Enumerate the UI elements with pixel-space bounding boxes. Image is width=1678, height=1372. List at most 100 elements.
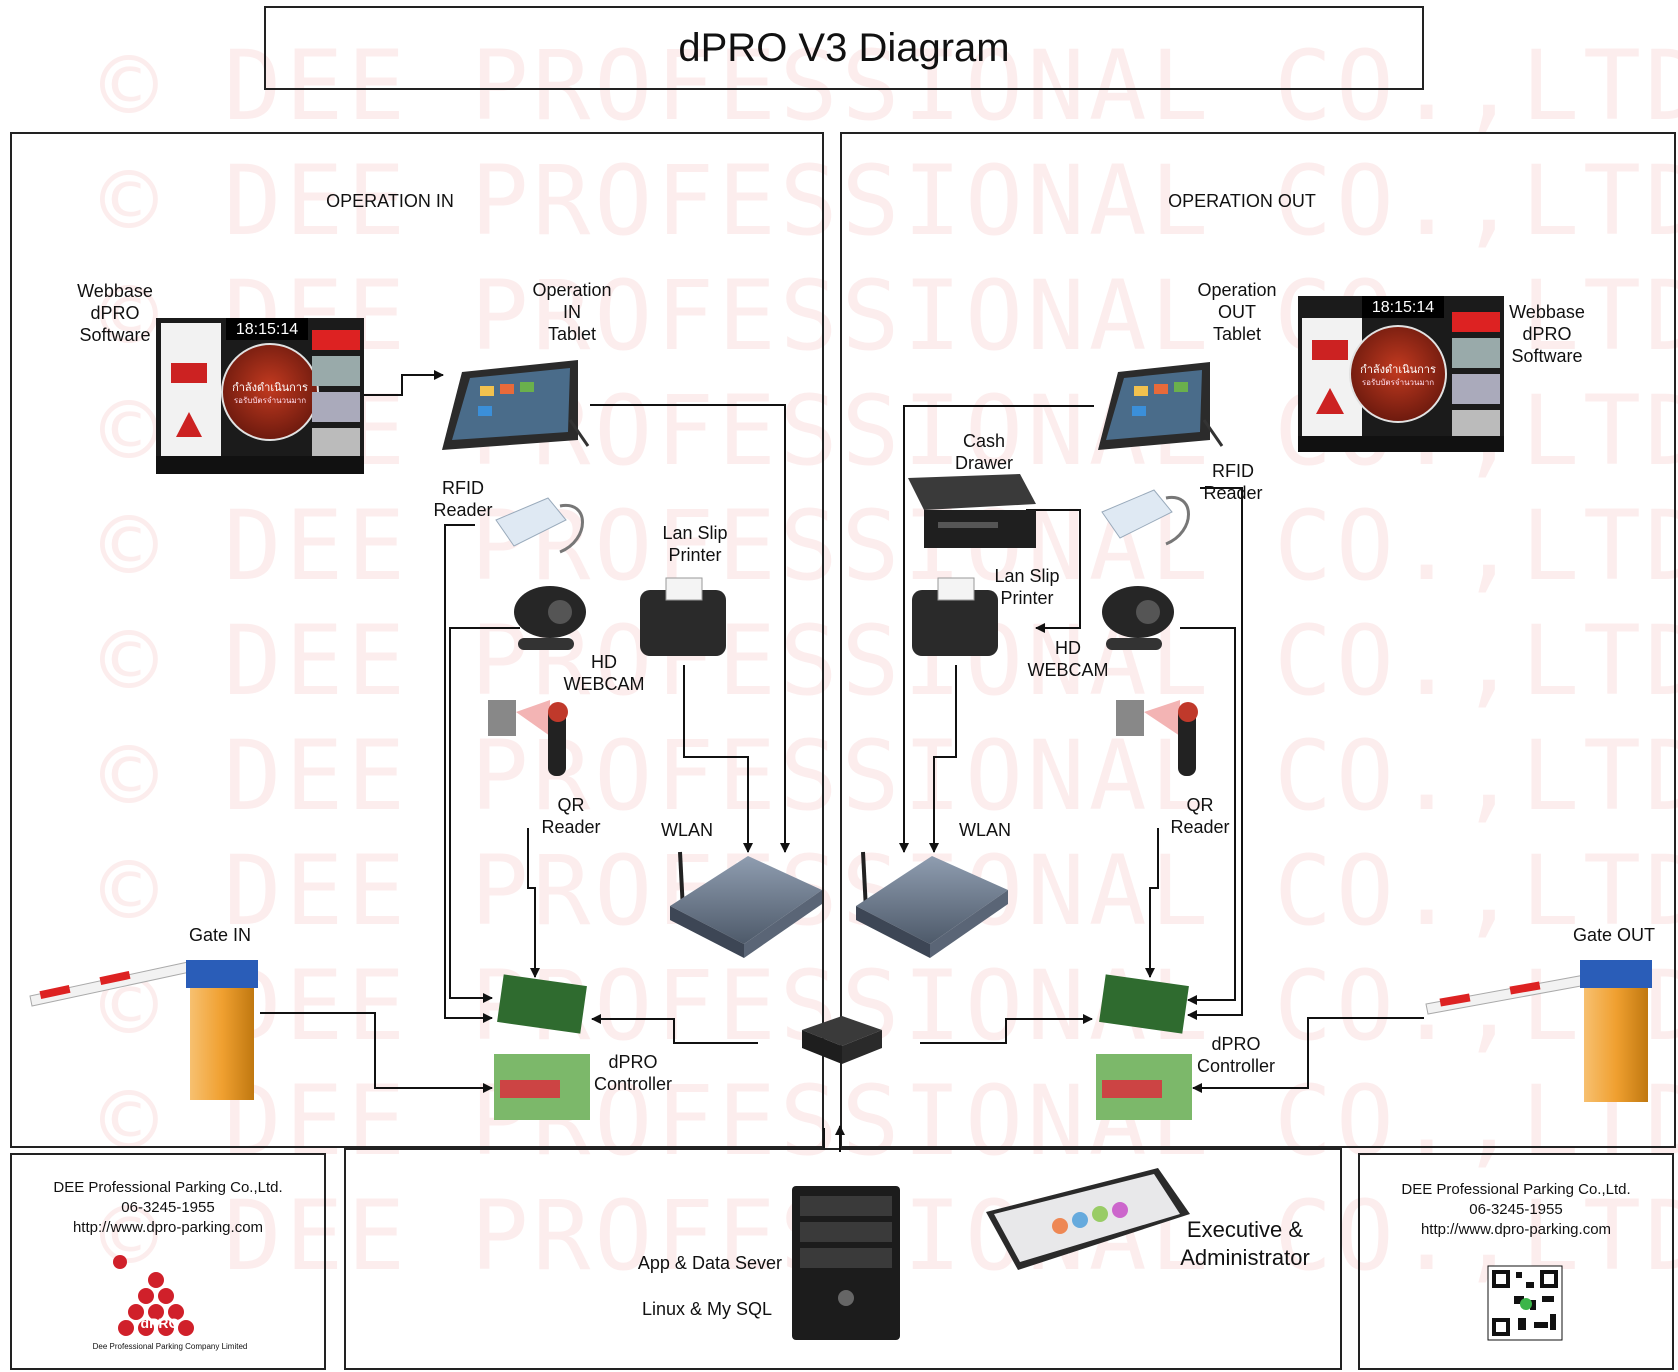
rfid-in-label: RFID Reader xyxy=(428,477,498,521)
link-outprinter-to-wlan xyxy=(929,665,957,853)
label-line: dPRO xyxy=(90,303,140,323)
dpro-logo-text: dPRO xyxy=(140,1315,180,1331)
server-label-app: App & Data Sever xyxy=(637,1253,782,1273)
wlan-router-in xyxy=(670,851,822,958)
rfid-reader-out xyxy=(1101,489,1190,546)
label-line: Reader xyxy=(541,817,601,837)
link-webcam-to-controller xyxy=(449,627,520,1003)
qr-out-label: QR Reader xyxy=(1165,794,1235,838)
controller-out-label: dPRO Controller xyxy=(1191,1033,1281,1077)
link-printer-to-wlan xyxy=(683,665,753,853)
label-line: Operation xyxy=(1197,280,1277,300)
label-line: QR xyxy=(557,795,585,815)
label-line: Software xyxy=(79,325,151,345)
label-line: RFID xyxy=(1212,461,1254,481)
label-line: HD xyxy=(1055,638,1081,658)
label-line: Printer xyxy=(668,545,722,565)
controller-in xyxy=(494,974,590,1120)
label-line: WEBCAM xyxy=(563,674,645,694)
label-line: Tablet xyxy=(547,324,597,344)
label-line: Lan Slip xyxy=(994,566,1060,586)
label-line: dPRO xyxy=(1522,324,1572,344)
label-line: Webbase xyxy=(1509,302,1585,322)
webbase-screen-out xyxy=(1298,296,1504,452)
tablet-in-label: Operation IN Tablet xyxy=(520,279,624,345)
dpro-logo-mark xyxy=(113,1255,194,1336)
webbase-out-label: Webbase dPRO Software xyxy=(1504,301,1590,367)
executive-tablet xyxy=(986,1168,1190,1270)
label-line: Lan Slip xyxy=(662,523,728,543)
label-line: QR xyxy=(1186,795,1214,815)
screen-in-button-text: กำลังดำเนินการ xyxy=(232,382,308,394)
qr-reader-out xyxy=(1116,700,1198,776)
company-name: DEE Professional Parking Co.,Ltd. xyxy=(1401,1181,1631,1198)
link-outqr-to-controller xyxy=(1145,828,1159,978)
executive-label: Executive & Administrator xyxy=(1170,1216,1320,1272)
operation-in-panel xyxy=(10,132,824,1148)
link-qr-to-controller xyxy=(527,828,540,978)
webcam-in-label: HD WEBCAM xyxy=(556,651,652,695)
label-line: Reader xyxy=(1203,483,1263,503)
wlan-router-out xyxy=(856,851,1008,958)
tablet-in xyxy=(442,360,590,450)
phone-number: 06-3245-1955 xyxy=(1469,1201,1563,1218)
label-line: Reader xyxy=(433,500,493,520)
label-line: WEBCAM xyxy=(1027,660,1109,680)
rfid-reader-in xyxy=(495,497,584,554)
website-link[interactable]: http://www.dpro-parking.com xyxy=(72,1219,264,1236)
printer-in-label: Lan Slip Printer xyxy=(650,522,740,566)
screen-out-button-sub: รอรับบัตรจำนวนมาก xyxy=(1361,378,1435,387)
label-line: Controller xyxy=(593,1074,673,1094)
slip-printer-in xyxy=(640,577,726,656)
website-link[interactable]: http://www.dpro-parking.com xyxy=(1420,1221,1612,1238)
contact-left-panel xyxy=(10,1153,326,1370)
screen-in-clock: 18:15:14 xyxy=(235,321,299,338)
printer-out-label: Lan Slip Printer xyxy=(982,565,1072,609)
cash-drawer-label: Cash Drawer xyxy=(944,430,1024,474)
label-line: Software xyxy=(1511,346,1583,366)
controller-out xyxy=(1096,974,1192,1120)
dpro-logo-caption: Dee Professional Parking Company Limited xyxy=(92,1342,248,1351)
tablet-out-label: Operation OUT Tablet xyxy=(1185,279,1289,345)
link-outrfid-to-controller xyxy=(1187,487,1243,1020)
label-line: Tablet xyxy=(1212,324,1262,344)
cash-drawer xyxy=(908,474,1036,548)
qr-in-label: QR Reader xyxy=(536,794,606,838)
link-gate-in-to-controller xyxy=(260,1012,493,1093)
label-line: HD xyxy=(591,652,617,672)
label-line: dPRO xyxy=(1211,1034,1261,1054)
wlan-out-label: WLAN xyxy=(958,820,1011,840)
label-line: dPRO xyxy=(608,1052,658,1072)
contact-left-info: DEE Professional Parking Co.,Ltd. 06-324… xyxy=(20,1178,316,1238)
contact-right-panel xyxy=(1358,1153,1674,1370)
webbase-in-label: Webbase dPRO Software xyxy=(60,280,170,346)
company-name: DEE Professional Parking Co.,Ltd. xyxy=(53,1179,283,1196)
label-line: Reader xyxy=(1170,817,1230,837)
link-software-to-tablet xyxy=(364,370,444,396)
link-outtablet-to-wlan xyxy=(899,405,1094,853)
server-tower xyxy=(792,1186,900,1340)
label-line: Administrator xyxy=(1180,1245,1310,1270)
label-line: Controller xyxy=(1196,1056,1276,1076)
tablet-out xyxy=(1098,362,1224,450)
link-tablet-to-wlan xyxy=(590,404,790,853)
label-line: Cash xyxy=(962,431,1006,451)
server-panel xyxy=(344,1148,1342,1370)
screen-out-clock: 18:15:14 xyxy=(1371,299,1435,316)
webcam-out-label: HD WEBCAM xyxy=(1020,637,1116,681)
operation-in-heading: OPERATION IN xyxy=(326,191,454,211)
label-line: Drawer xyxy=(954,453,1013,473)
network-switch xyxy=(802,1016,882,1064)
label-line: IN xyxy=(563,302,581,322)
link-switch-to-controller-in xyxy=(591,1014,758,1044)
qr-reader-in xyxy=(488,700,568,776)
gate-in-label: Gate IN xyxy=(188,925,252,945)
wlan-in-label: WLAN xyxy=(660,820,713,840)
screen-out-button-text: กำลังดำเนินการ xyxy=(1360,364,1436,376)
screen-in-button-sub: รอรับบัตรจำนวนมาก xyxy=(233,396,307,405)
label-line: RFID xyxy=(442,478,484,498)
label-line: Operation xyxy=(532,280,612,300)
label-line: Executive & xyxy=(1186,1217,1304,1242)
server-label-os: Linux & My SQL xyxy=(641,1299,772,1319)
